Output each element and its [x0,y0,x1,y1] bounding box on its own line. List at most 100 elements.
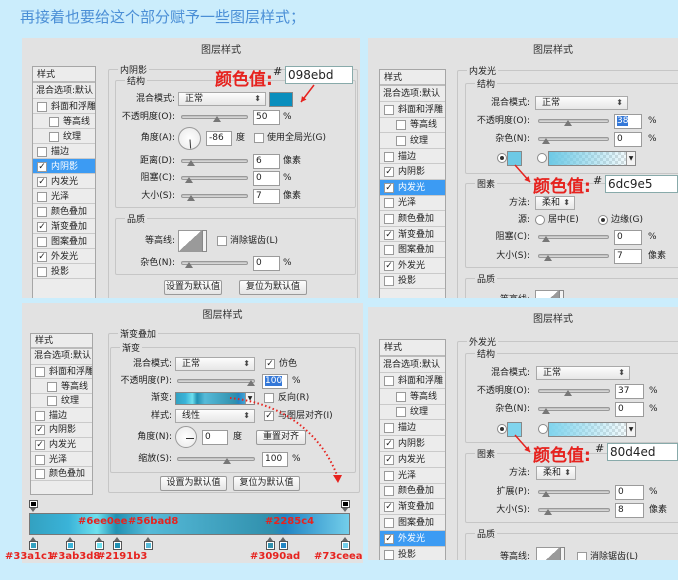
color-stop[interactable] [66,537,76,550]
source-edge-radio[interactable] [598,215,608,225]
dropdown-arrow-icon[interactable] [559,290,564,298]
opacity-slider[interactable] [538,119,609,123]
choke-slider[interactable] [181,176,248,180]
checkbox[interactable]: ✓ [35,425,45,436]
make-default-button[interactable]: 设置为默认值 [160,476,227,491]
checkbox[interactable] [384,549,394,560]
checkbox[interactable] [384,213,394,224]
scale-slider[interactable] [177,457,255,461]
angle-input[interactable]: -86 [206,131,232,146]
slider-thumb[interactable] [564,390,573,396]
slider-thumb[interactable] [542,408,550,414]
blend-mode-select[interactable]: 正常⬍ [178,92,266,106]
checkbox[interactable] [396,407,406,418]
slider-thumb[interactable] [542,236,550,242]
sidebar-item[interactable]: 图案叠加 [380,515,445,531]
sidebar-item[interactable]: 斜面和浮雕 [31,365,92,380]
shadow-color-swatch[interactable] [269,92,293,107]
angle-dial[interactable] [175,426,197,448]
noise-input[interactable]: 0 [615,402,644,417]
sidebar-item[interactable]: 颜色叠加 [380,484,445,500]
antialias-checkbox[interactable] [577,552,587,560]
sidebar-item-blend-options[interactable]: 混合选项:默认 [380,357,445,373]
checkbox[interactable] [37,206,47,217]
sidebar-item[interactable]: 投影 [33,264,95,279]
hex-color-input[interactable]: 098ebd [285,66,353,84]
checkbox[interactable]: ✓ [37,251,47,262]
opacity-input[interactable]: 38 [614,114,642,129]
dropdown-arrow-icon[interactable] [560,547,565,560]
solid-color-radio[interactable] [497,424,507,434]
sidebar-item-blend-options[interactable]: 混合选项:默认 [380,86,445,102]
sidebar-item[interactable]: 斜面和浮雕 [380,102,445,118]
scale-input[interactable]: 100 [262,452,288,467]
checkbox[interactable] [384,375,394,386]
sidebar-item[interactable]: 颜色叠加 [33,204,95,219]
size-input[interactable]: 8 [615,503,644,518]
sidebar-item[interactable]: ✓渐变叠加 [380,499,445,516]
checkbox[interactable] [384,104,394,115]
slider-thumb[interactable] [186,195,195,201]
sidebar-item[interactable]: 光泽 [380,468,445,484]
checkbox[interactable] [37,146,47,157]
reverse-checkbox[interactable] [264,393,274,403]
checkbox[interactable] [49,131,59,142]
color-stop[interactable] [94,537,104,550]
slider-thumb[interactable] [543,255,552,261]
slider-thumb[interactable] [223,458,232,464]
blend-mode-select[interactable]: 正常⬍ [175,357,255,371]
slider-thumb[interactable] [186,160,195,166]
reset-alignment-button[interactable]: 重置对齐 [256,430,306,445]
method-select[interactable]: 柔和⬍ [535,196,575,210]
sidebar-item[interactable]: 图案叠加 [33,234,95,249]
noise-input[interactable]: 0 [253,256,280,271]
sidebar-item[interactable]: ✓外发光 [380,531,445,547]
checkbox[interactable] [47,396,57,407]
checkbox[interactable] [384,151,394,162]
sidebar-item[interactable]: ✓内发光 [380,452,445,468]
sidebar-item[interactable]: ✓渐变叠加 [380,227,445,243]
checkbox[interactable] [384,518,394,529]
sidebar-item-blend-options[interactable]: 混合选项:默认 [31,349,92,365]
align-with-layer-checkbox[interactable]: ✓ [264,411,274,421]
checkbox[interactable] [47,381,57,392]
sidebar-item[interactable]: 颜色叠加 [380,211,445,227]
sidebar-item[interactable]: 纹理 [380,405,445,421]
size-slider[interactable] [538,508,610,512]
slider-thumb[interactable] [564,120,573,126]
hex-color-input[interactable]: 6dc9e5 [605,175,678,193]
checkbox[interactable]: ✓ [35,439,45,450]
opacity-slider[interactable] [177,379,255,383]
sidebar-item[interactable]: ✓内阴影 [31,423,92,438]
checkbox[interactable] [384,198,394,209]
checkbox[interactable] [396,135,406,146]
slider-thumb[interactable] [185,262,193,268]
size-input[interactable]: 7 [614,249,642,264]
opacity-stop[interactable] [341,500,350,512]
opacity-input[interactable]: 37 [615,384,644,399]
checkbox[interactable] [35,454,45,465]
sidebar-item[interactable]: 描边 [31,409,92,424]
sidebar-item[interactable]: ✓渐变叠加 [33,219,95,234]
gradient-swatch[interactable]: ▼ [548,422,636,437]
noise-slider[interactable] [181,261,248,265]
checkbox[interactable] [384,276,394,287]
checkbox[interactable] [37,191,47,202]
gradient-swatch[interactable]: ▼ [548,151,636,166]
sidebar-item-blend-options[interactable]: 混合选项:默认 [33,83,95,99]
glow-color-swatch[interactable] [507,422,522,437]
checkbox[interactable] [396,120,406,131]
gradient-radio[interactable] [538,424,548,434]
method-select[interactable]: 柔和⬍ [536,466,576,480]
gradient-picker[interactable]: ▼ [175,392,255,405]
choke-input[interactable]: 0 [253,171,280,186]
spread-input[interactable]: 0 [615,485,644,500]
dropdown-arrow-icon[interactable] [202,230,207,252]
contour-picker[interactable] [535,290,559,298]
checkbox[interactable]: ✓ [384,229,394,240]
sidebar-item[interactable]: 描边 [380,420,445,437]
make-default-button[interactable]: 设置为默认值 [164,280,222,295]
checkbox[interactable] [37,101,47,112]
sidebar-item[interactable]: ✓外发光 [33,249,95,264]
sidebar-item[interactable]: ✓外发光 [380,258,445,274]
